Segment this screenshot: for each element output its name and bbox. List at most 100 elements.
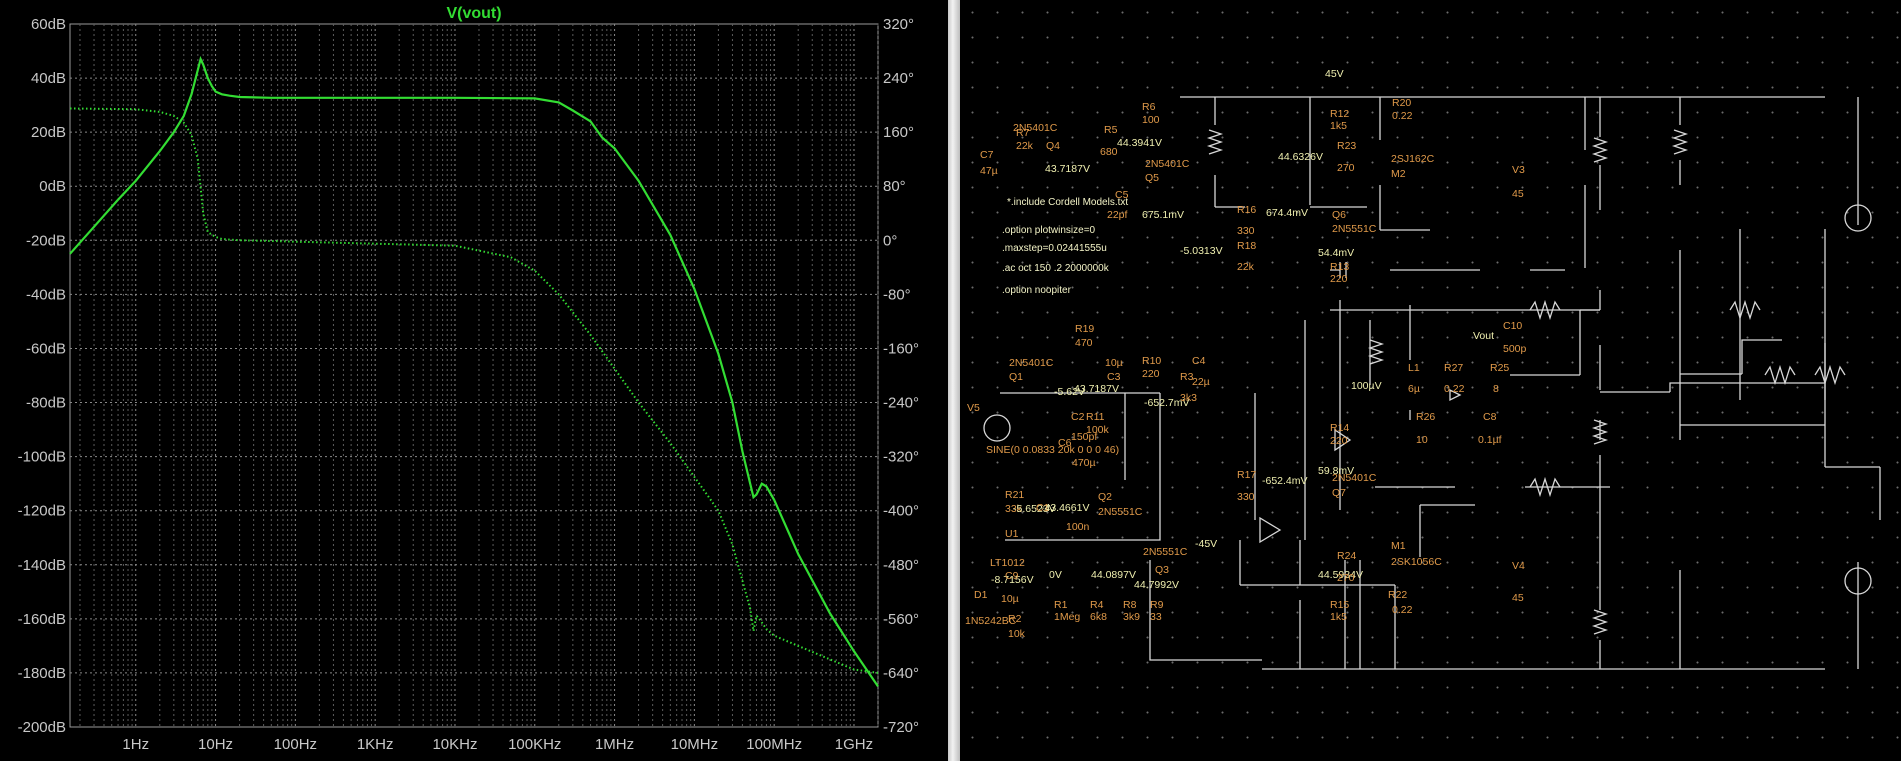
- schematic-label: .maxstep=0.02441555u: [1002, 243, 1107, 254]
- y-right-tick-label: 240°: [883, 70, 914, 87]
- grid-lines: [70, 24, 879, 727]
- schematic-label: 0.22: [1392, 110, 1413, 122]
- schematic-label: R16: [1237, 204, 1256, 216]
- x-tick-label: 100Hz: [274, 736, 317, 753]
- y-left-tick-label: -180dB: [18, 665, 66, 682]
- schematic-label: Q5: [1145, 172, 1159, 184]
- schematic-label: -5.6523V: [1013, 503, 1056, 515]
- schematic-label: V4: [1512, 560, 1525, 572]
- magnitude-trace: [69, 55, 879, 688]
- schematic-label: 1Meg: [1054, 611, 1080, 623]
- schematic-label: 220: [1142, 368, 1160, 380]
- schematic-wires: [1000, 96, 1881, 670]
- x-tick-label: 1Hz: [122, 736, 149, 753]
- schematic-label: 6µ: [1408, 383, 1420, 395]
- plot-area[interactable]: [69, 23, 879, 728]
- x-tick-label: 100MHz: [746, 736, 802, 753]
- x-tick-label: 10Hz: [198, 736, 233, 753]
- y-right-tick-label: -480°: [883, 557, 919, 574]
- schematic-label: R7: [1016, 127, 1030, 139]
- schematic-label: 33k: [1005, 503, 1023, 515]
- schematic-label: C2: [1071, 411, 1085, 423]
- y-right-tick-label: -240°: [883, 395, 919, 412]
- schematic-label: R25: [1490, 362, 1509, 374]
- schematic-label: 0V: [1049, 569, 1062, 581]
- schematic-label: 2SJ162C: [1391, 153, 1435, 165]
- schematic-label: 0.22: [1392, 604, 1413, 616]
- schematic-label: 0.1µf: [1478, 434, 1502, 446]
- schematic-label: -45V: [1195, 538, 1217, 550]
- schematic-label: 3k3: [1180, 392, 1197, 404]
- schematic-label: 10µ: [1105, 357, 1123, 369]
- schematic-label: R8: [1123, 599, 1137, 611]
- schematic-label: 150pf: [1071, 431, 1097, 443]
- schematic-label: .ac oct 150 .2 2000000k: [1002, 263, 1110, 274]
- pane-divider[interactable]: [948, 0, 960, 761]
- schematic-label: 2SK1056C: [1391, 556, 1442, 568]
- schematic-label: 8: [1493, 383, 1499, 395]
- schematic-label: C4: [1192, 355, 1206, 367]
- schematic-label: 43.7187V: [1045, 163, 1090, 175]
- x-tick-label: 1MHz: [595, 736, 634, 753]
- schematic-label: C5: [1115, 189, 1129, 201]
- schematic-label: R4: [1090, 599, 1104, 611]
- schematic-label: R5: [1104, 124, 1118, 136]
- plot-title[interactable]: V(vout): [446, 5, 501, 22]
- y-right-tick-label: -560°: [883, 611, 919, 628]
- schematic-label: 22k: [1016, 140, 1034, 152]
- x-tick-label: 1GHz: [835, 736, 873, 753]
- schematic-label: 100n: [1066, 521, 1090, 533]
- schematic-label: 2N5401C: [1009, 357, 1054, 369]
- schematic-label: R12: [1330, 108, 1349, 120]
- schematic-label: 22pf: [1107, 209, 1128, 221]
- schematic-label: 1N5242BC: [965, 615, 1017, 627]
- schematic-label: R17: [1237, 469, 1256, 481]
- schematic-label: -43.4661V: [1041, 502, 1089, 514]
- schematic-label: 44.5934V: [1318, 569, 1363, 581]
- y-left-tick-label: 60dB: [31, 16, 66, 33]
- y-left-tick-label: -140dB: [18, 557, 66, 574]
- schematic-label: 220: [1330, 273, 1348, 285]
- schematic-label: R23: [1337, 140, 1356, 152]
- y-right-tick-label: -640°: [883, 665, 919, 682]
- schematic-label: 2N5401C: [1013, 122, 1058, 134]
- y-left-tick-label: 20dB: [31, 124, 66, 141]
- schematic-label: 45: [1512, 592, 1524, 604]
- y-right-tick-label: -720°: [883, 719, 919, 736]
- schematic-label: -5.62V: [1054, 386, 1085, 398]
- schematic-label: L1: [1408, 362, 1420, 374]
- schematic-label: C9: [1005, 570, 1019, 582]
- schematic-label: 220: [1330, 435, 1348, 447]
- schematic-label: 2N5551C: [1143, 546, 1188, 558]
- schematic-label: 330: [1237, 225, 1255, 237]
- schematic-label: R19: [1075, 323, 1094, 335]
- y-left-tick-label: -160dB: [18, 611, 66, 628]
- schematic-label: -5.0313V: [1180, 245, 1223, 257]
- schematic-label: 270: [1337, 572, 1355, 584]
- schematic-label: 59.8mV: [1318, 465, 1354, 477]
- y-right-tick-label: -400°: [883, 503, 919, 520]
- schematic-label: R9: [1150, 599, 1164, 611]
- schematic-label: 330: [1237, 491, 1255, 503]
- schematic-label: C3: [1107, 371, 1121, 383]
- schematic-label: 45: [1512, 188, 1524, 200]
- schematic-label: Vout: [1473, 330, 1494, 342]
- schematic-label: 675.1mV: [1142, 209, 1184, 221]
- x-tick-label: 1KHz: [357, 736, 394, 753]
- schematic-label: 674.4mV: [1266, 207, 1308, 219]
- schematic-label: 43.7187V: [1074, 383, 1119, 395]
- y-left-tick-label: -60dB: [26, 340, 66, 357]
- schematic-label: 500p: [1503, 343, 1527, 355]
- schematic-label: C10: [1503, 320, 1522, 332]
- schematic-label: R14: [1330, 422, 1349, 434]
- bode-plot[interactable]: 60dB40dB20dB0dB-20dB-40dB-60dB-80dB-100d…: [0, 0, 948, 761]
- schematic-label: R15: [1330, 599, 1349, 611]
- schematic-label: LT1012: [990, 557, 1025, 569]
- schematic-label: 33: [1150, 611, 1162, 623]
- schematic-label: 44.6326V: [1278, 151, 1323, 163]
- schematic-label: 45V: [1325, 68, 1344, 80]
- schematic-label: 1k5: [1330, 611, 1347, 623]
